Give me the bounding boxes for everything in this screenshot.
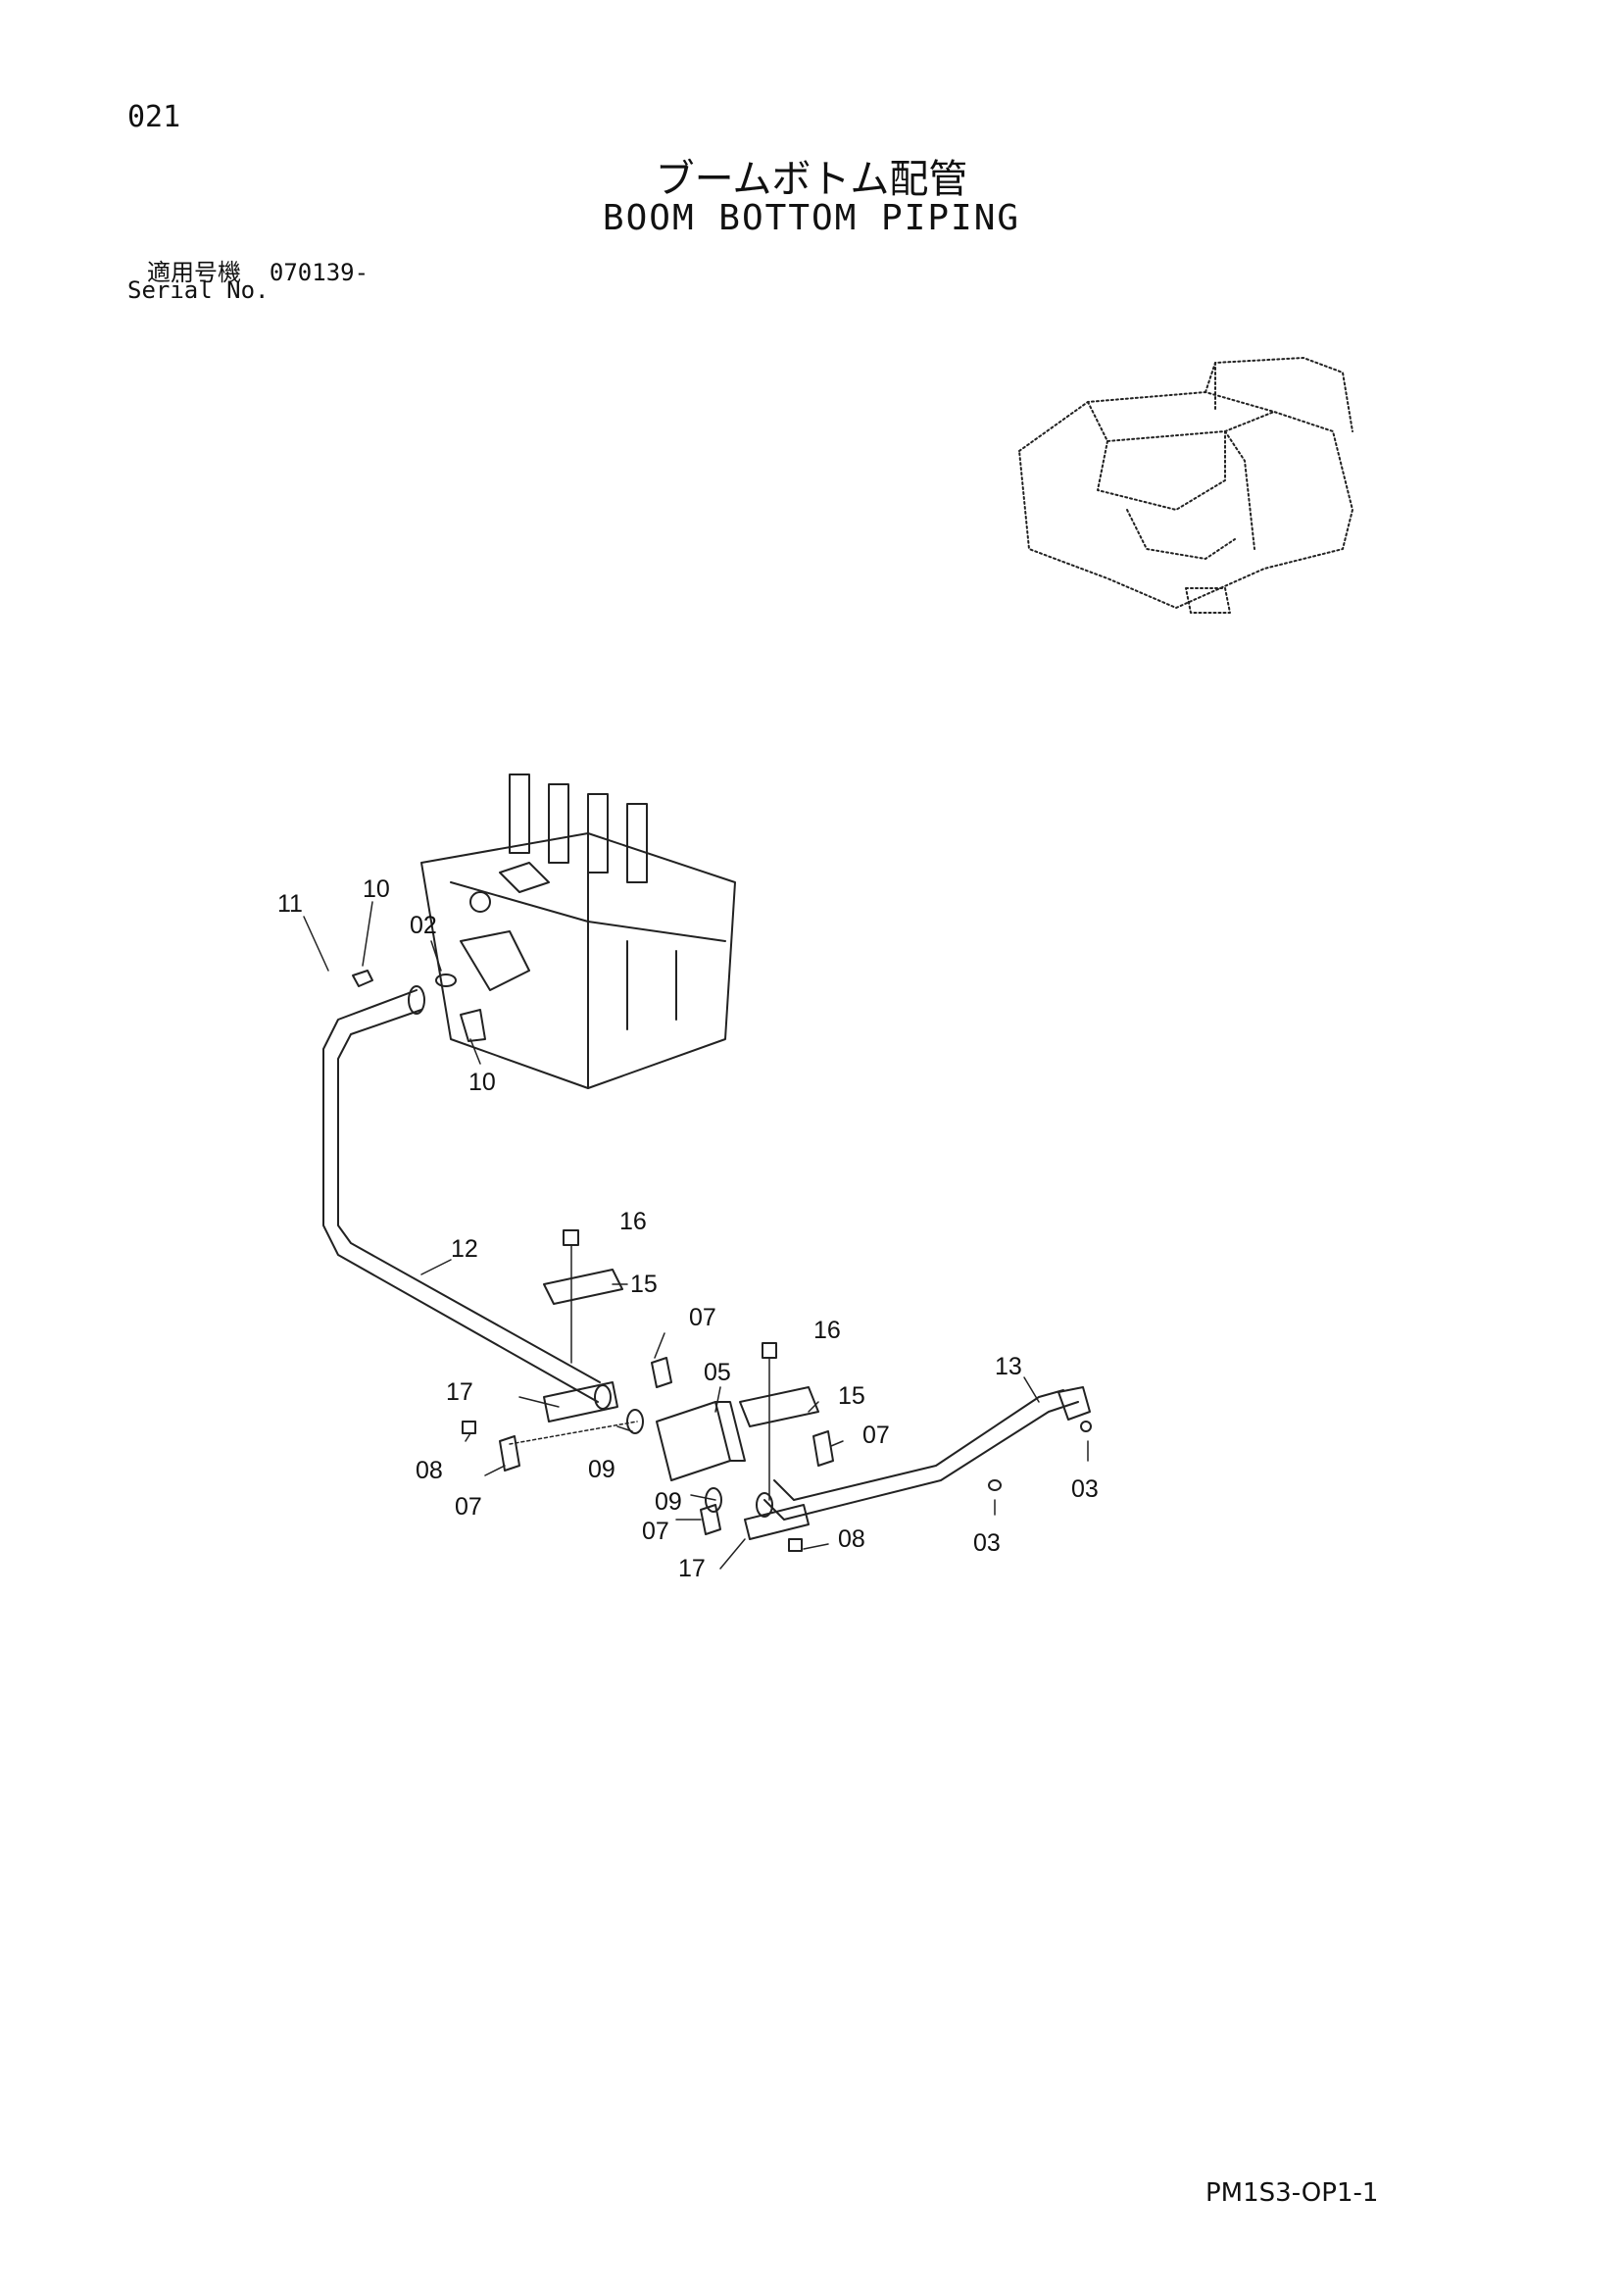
callout-label-09: 09	[655, 1488, 682, 1516]
callout-label-02: 02	[410, 912, 437, 939]
callout-label-09: 09	[588, 1456, 615, 1483]
callout-label-10: 10	[468, 1069, 496, 1096]
pipe-12	[322, 989, 601, 1403]
serial-applicability: 適用号機 070139-	[147, 253, 369, 287]
callout-label-07: 07	[455, 1493, 482, 1521]
callout-label-13: 13	[995, 1353, 1022, 1380]
callout-label-07: 07	[689, 1304, 716, 1331]
serial-label-japanese: 適用号機	[147, 259, 241, 286]
callout-label-05: 05	[704, 1359, 731, 1386]
callout-label-03: 03	[1071, 1475, 1099, 1503]
callout-label-17: 17	[446, 1378, 473, 1406]
leader-lines	[303, 901, 1089, 1570]
callout-label-16: 16	[619, 1208, 647, 1235]
control-valve-block	[420, 774, 736, 1089]
component-shapes	[352, 970, 1092, 1552]
serial-number-value: 070139-	[269, 259, 369, 286]
pipe-13	[763, 1386, 1091, 1521]
callout-label-10: 10	[363, 875, 390, 903]
callout-label-17: 17	[678, 1555, 706, 1582]
page-title-english: BOOM BOTTOM PIPING	[602, 198, 1021, 238]
callout-label-12: 12	[451, 1235, 478, 1263]
callout-labels: 11 10 02 10 16 12 15 07 16 05 13 17 15 0…	[277, 875, 1099, 1582]
callout-label-16: 16	[813, 1317, 841, 1344]
callout-label-08: 08	[416, 1457, 443, 1484]
document-code: PM1S3-OP1-1	[1205, 2178, 1379, 2208]
machine-location-thumbnail	[1018, 357, 1353, 614]
callout-label-03: 03	[973, 1529, 1001, 1557]
page-title-japanese: ブームボトム配管	[655, 157, 968, 202]
callout-label-08: 08	[838, 1525, 865, 1553]
serial-label-english: Serial No.	[127, 276, 270, 304]
callout-label-07: 07	[642, 1518, 669, 1545]
page-number: 021	[127, 100, 181, 134]
callout-label-15: 15	[630, 1271, 658, 1298]
callout-label-15: 15	[838, 1382, 865, 1410]
callout-label-11: 11	[277, 890, 303, 918]
callout-label-07: 07	[862, 1422, 890, 1449]
